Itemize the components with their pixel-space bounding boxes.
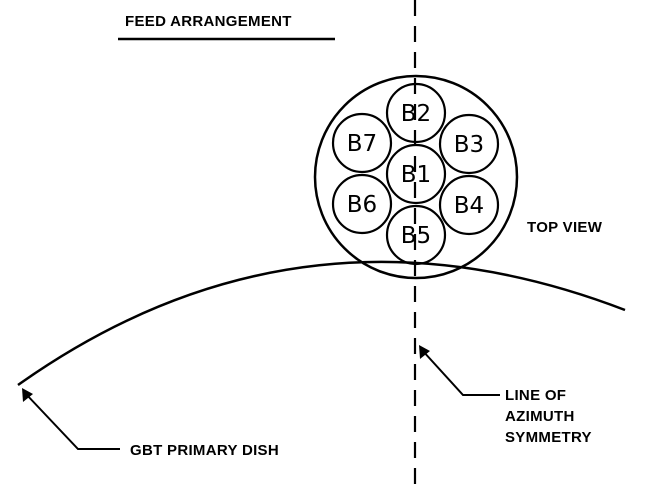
beam-b4-circle	[438, 174, 500, 236]
dish-leader-line	[24, 392, 120, 450]
beam-b6-label: B6	[347, 192, 377, 218]
axis-label-line-2: AZIMUTH	[505, 408, 575, 425]
beam-b7-label: B7	[347, 131, 377, 157]
beam-b3-circle	[438, 113, 500, 175]
beam-b6-circle	[331, 173, 393, 235]
dish-label: GBT PRIMARY DISH	[130, 442, 279, 459]
beam-b3-label: B3	[454, 132, 484, 158]
beam-b4-label: B4	[454, 193, 484, 219]
azimuth-arrowhead	[419, 345, 430, 359]
feed-housing-circle	[313, 74, 519, 280]
beam-b2-circle	[385, 82, 447, 144]
beam-b3: B3	[438, 113, 500, 175]
beam-b5-label: B5	[401, 223, 431, 249]
beam-b4: B4	[438, 174, 500, 236]
azimuth-leader-line	[421, 349, 500, 396]
diagram-title: FEED ARRANGEMENT	[125, 13, 292, 30]
beam-b2-label: B2	[401, 101, 431, 127]
primary-dish-curve	[17, 260, 626, 387]
axis-label-line-3: SYMMETRY	[505, 429, 592, 446]
beam-b1-circle	[385, 143, 447, 205]
beam-b6: B6	[331, 173, 393, 235]
dish-arrowhead	[22, 388, 33, 402]
axis-label-line-1: LINE OF	[505, 387, 566, 404]
beam-b1-label: B1	[401, 162, 431, 188]
beam-b1: B1	[385, 143, 447, 205]
beam-b7: B7	[331, 112, 393, 174]
top-view-label: TOP VIEW	[527, 219, 603, 236]
beam-b7-circle	[331, 112, 393, 174]
beam-b5: B5	[385, 204, 447, 266]
beam-b2: B2	[385, 82, 447, 144]
